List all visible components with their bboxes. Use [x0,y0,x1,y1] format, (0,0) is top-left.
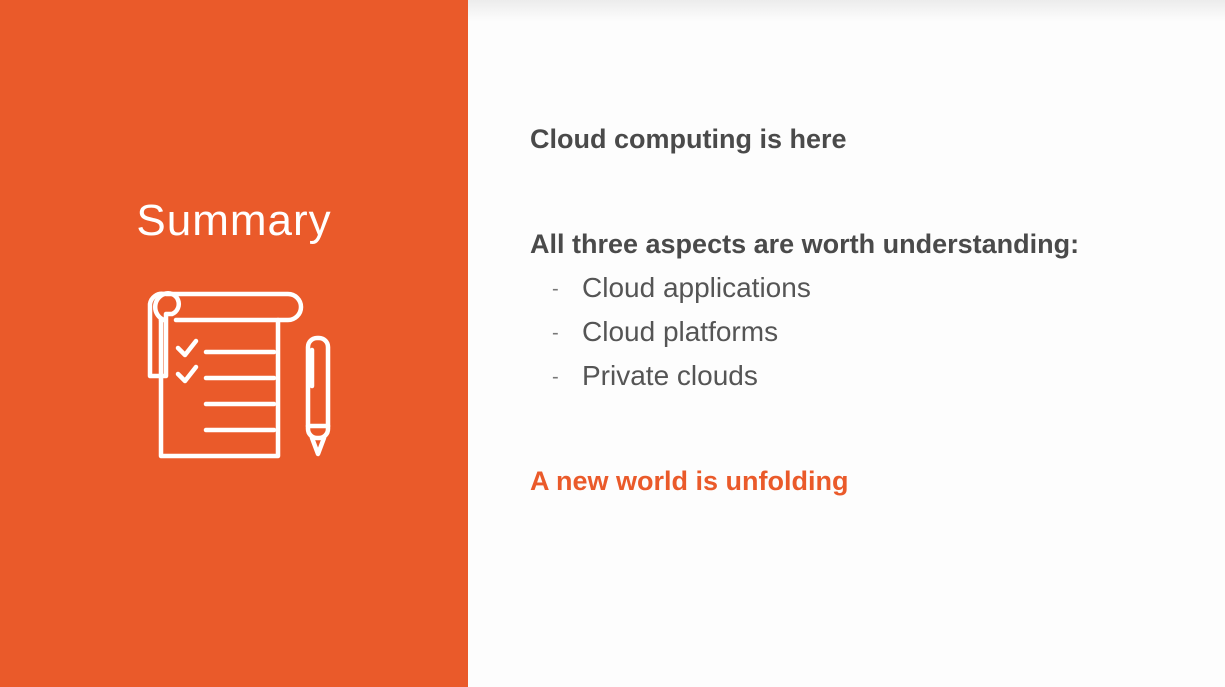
summary-title: Summary [136,196,332,245]
statement-aspects: All three aspects are worth understandin… [530,229,1080,259]
statement-cloud-here: Cloud computing is here [530,124,847,154]
list-item-label: Cloud platforms [582,316,779,347]
closing-statement: A new world is unfolding [530,466,849,496]
summary-panel: Summary [0,0,468,687]
bullet-dash: - [552,366,559,389]
list-item-label: Private clouds [582,360,758,391]
list-item: -Cloud applications [552,272,811,304]
bullet-dash: - [552,278,559,301]
checklist-and-pen-icon [147,291,331,459]
list-item: -Private clouds [552,360,758,392]
list-item: -Cloud platforms [552,316,778,348]
list-item-label: Cloud applications [582,272,811,303]
top-shadow [468,0,1225,22]
bullet-dash: - [552,322,559,345]
